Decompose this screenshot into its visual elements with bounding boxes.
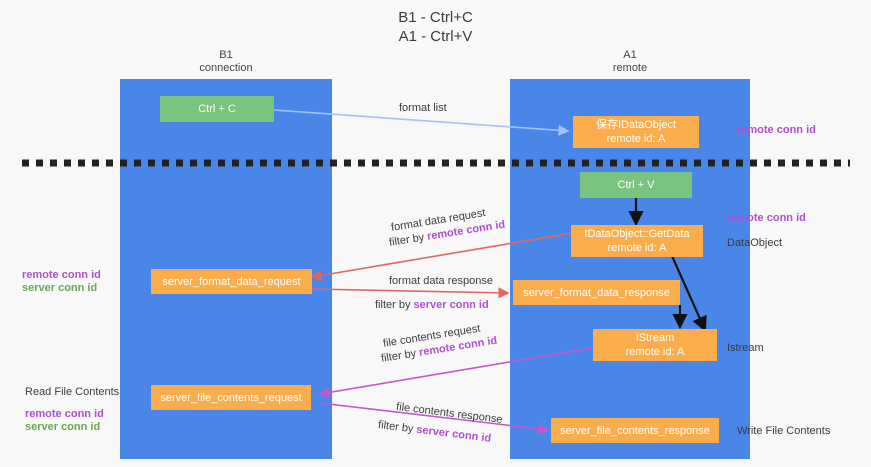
box-save-idataobject-line1: 保存IDataObject <box>595 119 677 131</box>
side-label-remote-conn-id-mid-text: remote conn id <box>727 212 806 224</box>
box-istream[interactable]: IStream remote id: A <box>593 329 717 361</box>
edge-label-format-data-response-filter-prefix: filter by <box>375 299 414 311</box>
side-label-left-server-conn-id-2-text: server conn id <box>25 421 101 433</box>
column-header-b1: B1 connection <box>120 49 332 75</box>
arrow-format-data-response <box>311 287 510 299</box>
side-label-remote-conn-id-top-text: remote conn id <box>737 124 816 136</box>
side-label-istream-text: Istream <box>727 342 764 354</box>
side-label-remote-conn-id-mid: remote conn id <box>727 211 806 225</box>
side-label-dataobject-text: DataObject <box>727 237 783 249</box>
side-label-left-server-conn-id-text: server conn id <box>22 282 98 294</box>
box-server-format-data-request[interactable]: server_format_data_request <box>151 269 312 294</box>
side-label-write-file-contents-text: Write File Contents <box>737 425 831 437</box>
column-header-a1-sub: remote <box>612 62 648 74</box>
box-istream-line1: IStream <box>635 332 675 344</box>
edge-label-format-list: format list <box>399 101 447 115</box>
arrow-format-list <box>273 109 570 136</box>
page-title-line-2: A1 - Ctrl+V <box>398 28 473 45</box>
side-label-left-remote-conn-id-text: remote conn id <box>22 269 101 281</box>
arrow-format-data-request <box>310 231 579 281</box>
edge-label-format-data-response-filter-key: server conn id <box>413 299 489 311</box>
box-istream-line2: remote id: A <box>625 346 685 358</box>
column-header-a1-name: A1 <box>623 49 637 61</box>
side-label-left-remote-conn-id-2-text: remote conn id <box>25 408 104 420</box>
box-save-idataobject[interactable]: 保存IDataObject remote id: A <box>573 116 699 148</box>
column-header-b1-name: B1 <box>219 49 233 61</box>
box-server-file-contents-response-label: server_file_contents_response <box>560 424 710 437</box>
box-server-format-data-request-label: server_format_data_request <box>162 275 301 288</box>
side-label-left-remote-conn-id-2: remote conn id <box>25 407 104 421</box>
page-title-line-1: B1 - Ctrl+C <box>398 9 473 26</box>
column-header-a1: A1 remote <box>510 49 750 75</box>
box-server-format-data-response-label: server_format_data_response <box>523 286 670 299</box>
box-idataobject-getdata-line1: IDataObject::GetData <box>584 228 690 240</box>
arrow-file-contents-response <box>319 402 550 435</box>
box-idataobject-getdata-line2: remote id: A <box>607 242 667 254</box>
box-server-file-contents-response[interactable]: server_file_contents_response <box>551 418 719 443</box>
side-label-write-file-contents: Write File Contents <box>737 424 830 438</box>
box-save-idataobject-line2: remote id: A <box>606 133 666 145</box>
side-label-left-server-conn-id-2: server conn id <box>25 420 100 434</box>
box-server-file-contents-request[interactable]: server_file_contents_request <box>151 385 311 410</box>
column-header-b1-sub: connection <box>199 62 253 74</box>
side-label-left-remote-conn-id: remote conn id <box>22 268 101 282</box>
box-ctrl-c-label: Ctrl + C <box>198 103 236 115</box>
arrow-getdata-to-istream <box>670 255 707 333</box>
box-server-format-data-response[interactable]: server_format_data_response <box>513 280 680 305</box>
side-label-dataobject: DataObject <box>727 236 782 250</box>
edge-label-format-data-response-text: format data response <box>389 275 493 287</box>
side-label-left-server-conn-id: server conn id <box>22 281 97 295</box>
side-label-read-file-contents: Read File Contents <box>25 385 119 399</box>
edge-label-format-data-response-filter: filter by server conn id <box>375 298 489 312</box>
edge-label-format-list-text: format list <box>399 102 447 114</box>
box-server-file-contents-request-label: server_file_contents_request <box>160 391 302 404</box>
side-label-istream: Istream <box>727 341 764 355</box>
side-label-remote-conn-id-top: remote conn id <box>737 123 816 137</box>
box-ctrl-v[interactable]: Ctrl + V <box>580 172 692 198</box>
box-ctrl-c[interactable]: Ctrl + C <box>160 96 274 122</box>
edge-label-format-data-response: format data response <box>389 274 493 288</box>
box-ctrl-v-label: Ctrl + V <box>617 179 655 191</box>
page-title: B1 - Ctrl+C A1 - Ctrl+V <box>0 8 871 46</box>
box-idataobject-getdata[interactable]: IDataObject::GetData remote id: A <box>571 225 703 257</box>
arrow-file-contents-request <box>318 347 593 398</box>
side-label-read-file-contents-text: Read File Contents <box>25 386 120 398</box>
